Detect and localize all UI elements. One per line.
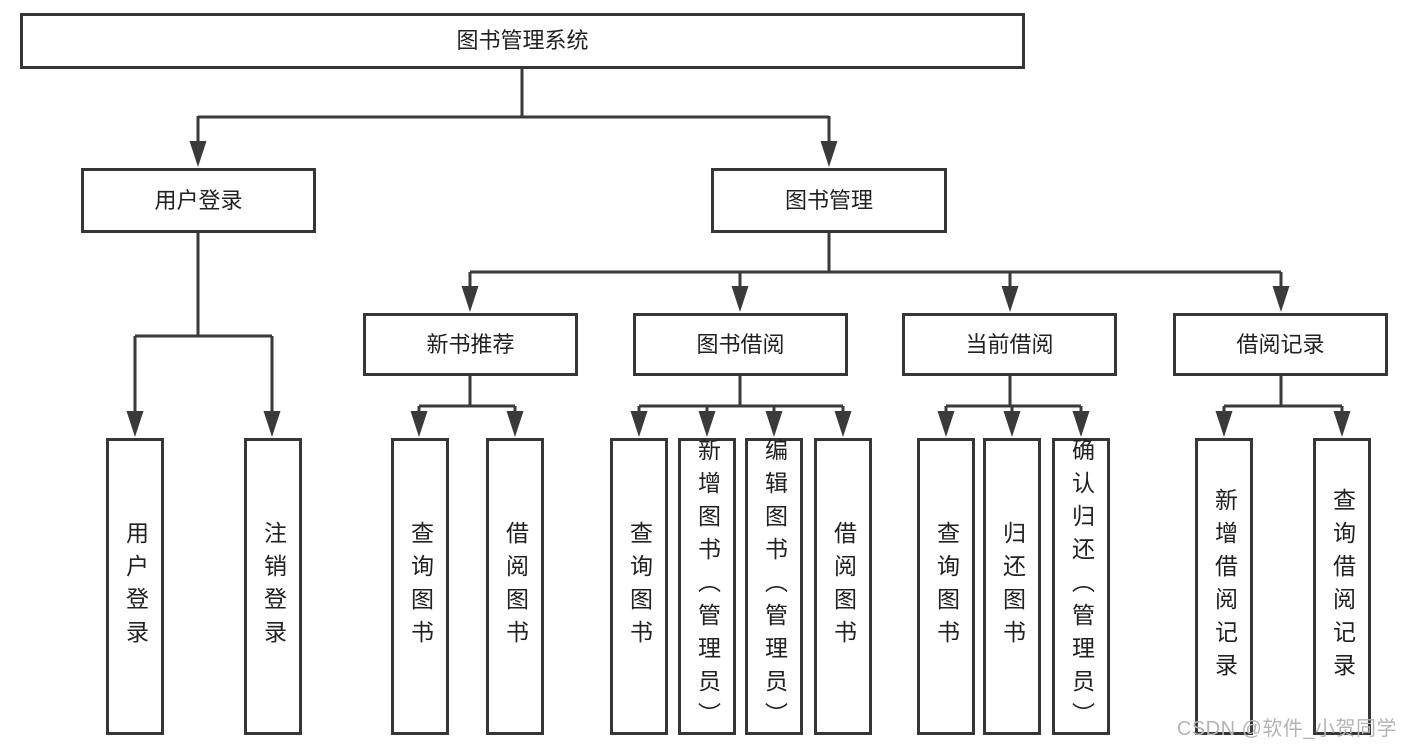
node-library-management-system: 图书管理系统 xyxy=(20,13,1025,69)
node-label: 当前借阅 xyxy=(965,331,1054,357)
leaf-label: 编辑图书（管理员） xyxy=(761,438,788,735)
leaf-label: 新增图书（管理员） xyxy=(694,438,721,735)
watermark: CSDN @软件_小贺同学 xyxy=(1176,718,1397,740)
leaf-query-borrow-record: 查询借阅记录 xyxy=(1313,438,1371,735)
leaf-label: 查询图书 xyxy=(626,520,653,653)
leaf-return-books: 归还图书 xyxy=(983,438,1041,735)
leaf-logout: 注销登录 xyxy=(244,438,302,735)
node-book-management: 图书管理 xyxy=(711,168,947,233)
leaf-label: 用户登录 xyxy=(122,520,149,653)
node-label: 借阅记录 xyxy=(1236,331,1325,357)
node-user-login: 用户登录 xyxy=(81,168,316,233)
node-label: 用户登录 xyxy=(154,187,243,213)
leaf-label: 查询图书 xyxy=(933,520,960,653)
leaf-borrow-books-recommend: 借阅图书 xyxy=(486,438,544,735)
node-borrowing-records: 借阅记录 xyxy=(1173,313,1388,376)
leaf-label: 借阅图书 xyxy=(502,520,529,653)
leaf-confirm-return-admin: 确认归还（管理员） xyxy=(1052,438,1110,735)
node-current-borrowing: 当前借阅 xyxy=(902,313,1117,376)
leaf-query-books-borrowing: 查询图书 xyxy=(610,438,668,735)
leaf-borrow-books: 借阅图书 xyxy=(814,438,872,735)
leaf-user-login: 用户登录 xyxy=(106,438,164,735)
leaf-label: 注销登录 xyxy=(260,520,287,653)
node-label: 图书管理 xyxy=(784,187,873,213)
leaf-add-books-admin: 新增图书（管理员） xyxy=(678,438,736,735)
leaf-label: 查询图书 xyxy=(407,520,434,653)
node-label: 图书借阅 xyxy=(696,331,785,357)
connector-path xyxy=(133,68,1344,415)
arrowheads xyxy=(126,141,1351,437)
leaf-label: 借阅图书 xyxy=(830,520,857,653)
node-label: 新书推荐 xyxy=(426,331,515,357)
leaf-label: 新增借阅记录 xyxy=(1211,487,1238,686)
node-book-borrowing: 图书借阅 xyxy=(633,313,848,376)
leaf-label: 确认归还（管理员） xyxy=(1068,438,1095,735)
node-new-book-recommendation: 新书推荐 xyxy=(363,313,578,376)
leaf-query-books-recommend: 查询图书 xyxy=(391,438,449,735)
node-label: 图书管理系统 xyxy=(456,28,589,53)
leaf-query-books-current: 查询图书 xyxy=(917,438,975,735)
leaf-edit-books-admin: 编辑图书（管理员） xyxy=(745,438,803,735)
leaf-add-borrow-record: 新增借阅记录 xyxy=(1195,438,1253,735)
leaf-label: 查询借阅记录 xyxy=(1329,487,1356,686)
leaf-label: 归还图书 xyxy=(999,520,1026,653)
